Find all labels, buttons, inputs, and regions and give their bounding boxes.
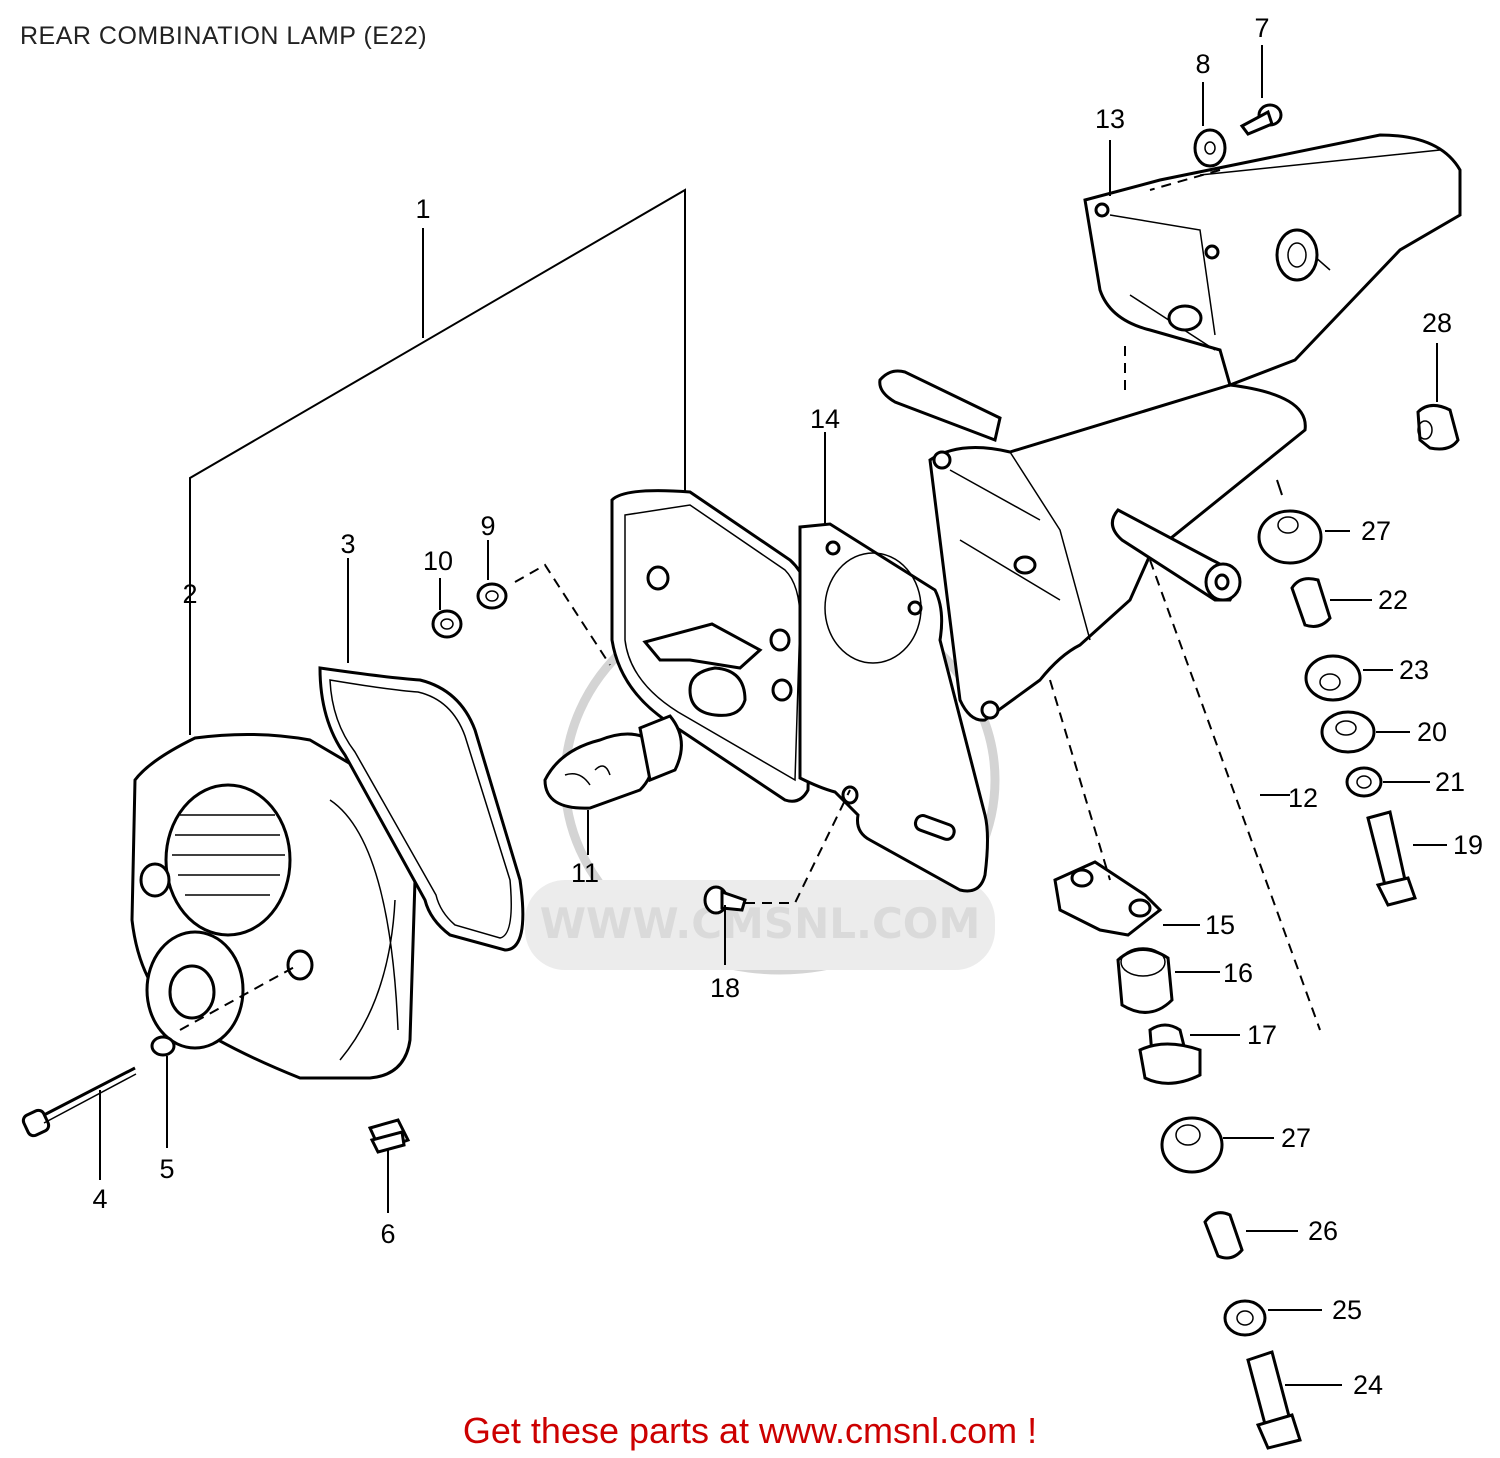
rubber-cushion [1116, 947, 1174, 1014]
nut-small-2 [431, 609, 463, 639]
callout-13: 13 [1095, 104, 1125, 134]
gasket [318, 666, 525, 952]
callout-1: 1 [415, 194, 430, 224]
lock-washer [1345, 766, 1383, 798]
watermark-text: WWW.CMSNL.COM [540, 899, 981, 948]
washer-top [1193, 128, 1227, 168]
callout-23: 23 [1399, 655, 1429, 685]
nut-small [476, 582, 508, 610]
callout-15: 15 [1205, 910, 1235, 940]
footer-link[interactable]: Get these parts at www.cmsnl.com ! [462, 1410, 1038, 1451]
washer-nut [1257, 509, 1323, 565]
callout-8: 8 [1195, 49, 1210, 79]
screw-small [703, 885, 747, 915]
callout-16: 16 [1223, 958, 1253, 988]
callout-6: 6 [380, 1219, 395, 1249]
callout-12: 12 [1288, 783, 1318, 813]
bracket-clamp [1053, 860, 1163, 937]
lamp-base [610, 489, 814, 803]
callout-20: 20 [1417, 717, 1447, 747]
spacer [1138, 1023, 1202, 1085]
callout-19: 19 [1453, 830, 1483, 860]
leader-lines [99, 45, 1447, 1386]
grommet [367, 1118, 411, 1154]
assembly-lines [179, 169, 1321, 1031]
screw [21, 1066, 137, 1138]
washer-rubber [1304, 654, 1362, 702]
collar-lower [1203, 1211, 1244, 1260]
collar [1290, 577, 1332, 628]
cap-nut [1416, 404, 1460, 451]
callout-28: 28 [1422, 308, 1452, 338]
bulb [543, 714, 683, 810]
mounting-plate [798, 522, 989, 893]
callout-9: 9 [480, 511, 495, 541]
washer-plain [1320, 710, 1376, 754]
washer-nut-lower [1160, 1116, 1224, 1174]
callout-25: 25 [1332, 1295, 1362, 1325]
callout-18: 18 [710, 973, 740, 1003]
callout-21: 21 [1435, 767, 1465, 797]
nut [150, 1035, 176, 1057]
assembly-bracket [189, 188, 686, 735]
diagram-title: REAR COMBINATION LAMP (E22) [20, 22, 428, 50]
lock-washer-lower [1223, 1299, 1267, 1337]
callout-11: 11 [571, 858, 599, 888]
callout-27-lower: 27 [1281, 1123, 1311, 1153]
license-bracket [878, 369, 1307, 722]
callout-27-upper: 27 [1361, 516, 1391, 546]
lens-housing [130, 732, 418, 1080]
callout-labels: 1 2 3 4 5 6 7 8 9 10 11 12 13 14 15 16 1… [92, 13, 1483, 1400]
callout-3: 3 [340, 529, 355, 559]
callout-17: 17 [1247, 1020, 1277, 1050]
bolt [1366, 810, 1417, 907]
callout-24: 24 [1353, 1370, 1383, 1400]
callout-14: 14 [810, 404, 840, 434]
callout-22: 22 [1378, 585, 1408, 615]
callout-4: 4 [92, 1184, 107, 1214]
callout-2: 2 [182, 579, 197, 609]
bolt-lower [1246, 1350, 1302, 1450]
bolt-top [1239, 103, 1283, 136]
callout-5: 5 [159, 1154, 174, 1184]
upper-bracket [1083, 133, 1462, 387]
callout-26: 26 [1308, 1216, 1338, 1246]
callout-10: 10 [423, 546, 453, 576]
callout-7: 7 [1254, 13, 1269, 43]
